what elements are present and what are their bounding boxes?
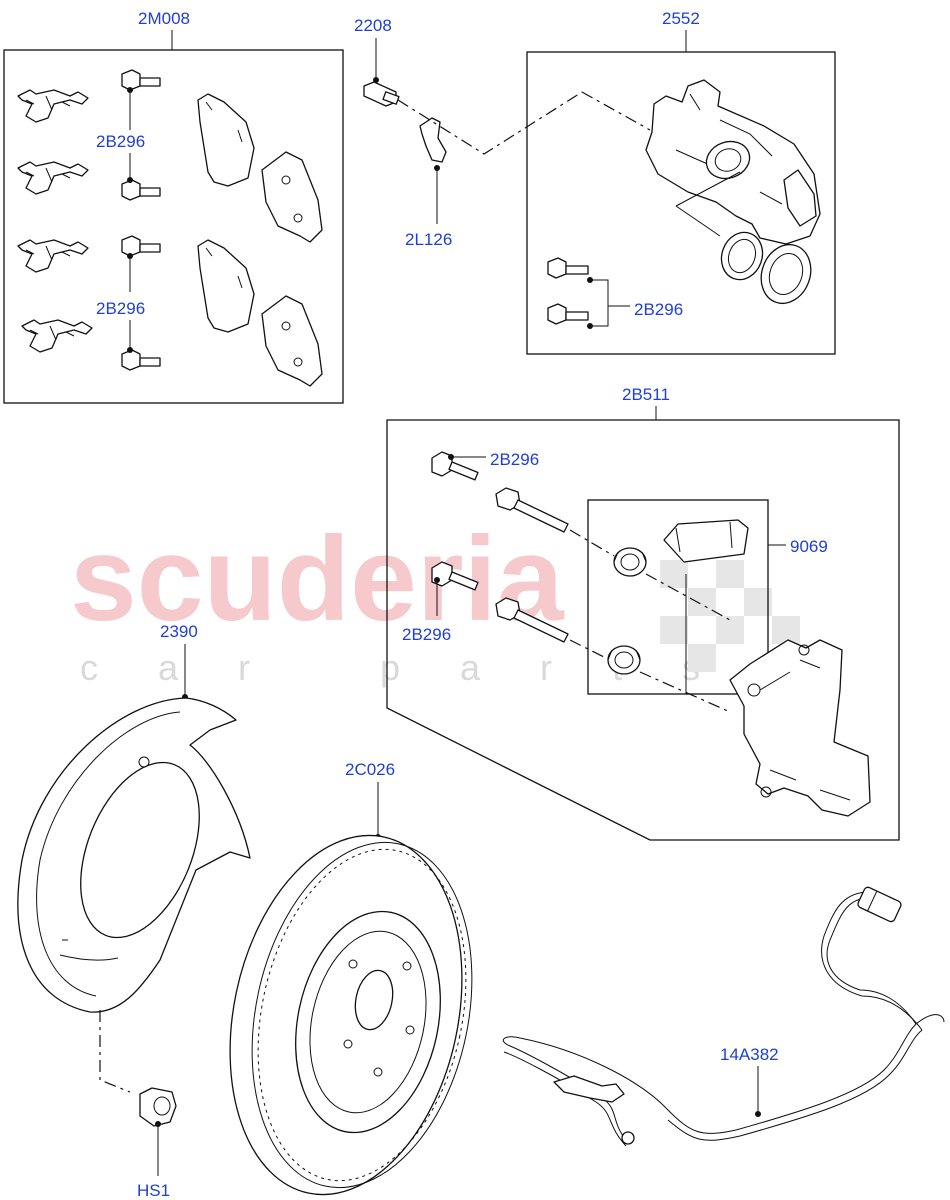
caliper-frame: [526, 51, 836, 355]
label-bolt-1[interactable]: 2B296: [96, 132, 145, 151]
caliper-carrier-bracket: [729, 639, 871, 817]
bleed-screw: [363, 81, 400, 107]
carrier-bolt-lower: 2B296: [402, 561, 479, 644]
anti-rattle-clips: [17, 89, 93, 353]
brake-pads: [197, 93, 323, 387]
caliper-bolts: 2B296: [547, 257, 683, 329]
dust-shield: [17, 697, 251, 1013]
label-disc[interactable]: 2C026: [345, 760, 395, 779]
label-pad-kit[interactable]: 2M008: [138, 9, 190, 28]
carrier-bolt-upper: 2B296: [431, 450, 539, 481]
pad-kit-group: 2M008: [3, 9, 344, 404]
guide-pin-upper: [495, 487, 569, 533]
label-sensor[interactable]: 14A382: [720, 1045, 779, 1064]
label-carrier-kit[interactable]: 2B511: [622, 385, 670, 404]
pad-kit-bolts-lower: 2B296: [96, 235, 161, 371]
pad-kit-frame: [3, 49, 344, 404]
wheel-speed-sensor: [502, 886, 945, 1147]
guide-boots: [607, 547, 647, 675]
grease-sachet: [663, 519, 749, 563]
guide-pin-lower: [495, 597, 569, 643]
watermark-sub: car parts: [80, 647, 760, 688]
piston-seals: [720, 231, 812, 305]
label-bolt-4[interactable]: 2B296: [490, 450, 539, 469]
speed-sensor-group: 14A382: [502, 886, 945, 1147]
label-bolt-5[interactable]: 2B296: [402, 625, 451, 644]
label-guide-kit[interactable]: 9069: [790, 537, 828, 556]
brake-caliper: [645, 79, 821, 245]
label-bolt-3[interactable]: 2B296: [634, 300, 683, 319]
label-shield[interactable]: 2390: [160, 622, 198, 641]
label-clip[interactable]: 2L126: [405, 230, 452, 249]
carrier-frame: [386, 419, 900, 841]
brake-disc-group: 2C026: [229, 760, 473, 1196]
guide-kit-frame: [587, 499, 769, 695]
shield-bolt: [139, 1087, 177, 1127]
bleed-screw-group: 2208 2L126: [354, 16, 583, 249]
pad-kit-bolts-upper: 2B296: [96, 69, 161, 201]
pad-wear-clip: [419, 117, 447, 163]
label-caliper[interactable]: 2552: [662, 9, 700, 28]
watermark-main: scuderia: [70, 512, 565, 646]
label-shield-bolt[interactable]: HS1: [137, 1181, 170, 1200]
caliper-group: 2552: [526, 9, 836, 355]
carrier-group: 2B511 2B296 2B296: [386, 385, 900, 841]
brake-disc: [229, 834, 473, 1196]
label-bolt-2[interactable]: 2B296: [96, 299, 145, 318]
dust-shield-group: 2390 HS1: [17, 622, 251, 1200]
label-bleed-screw[interactable]: 2208: [354, 16, 392, 35]
checker-flag-icon: [660, 560, 800, 672]
